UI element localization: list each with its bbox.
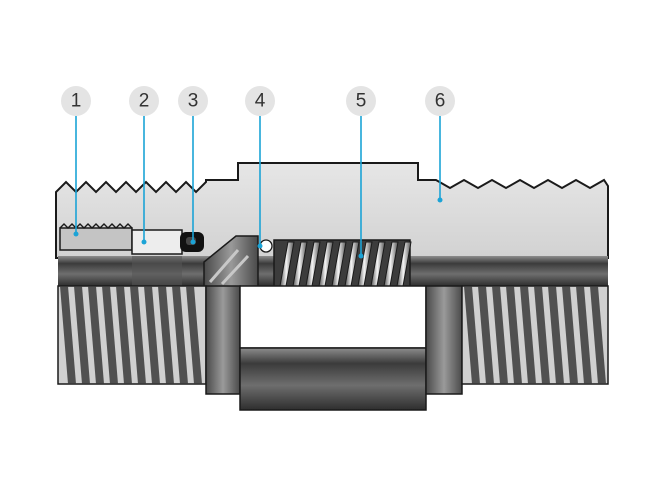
thread-groove bbox=[172, 286, 188, 384]
callout-leader-lines bbox=[73, 116, 443, 259]
thread-groove bbox=[74, 286, 90, 384]
thread-groove bbox=[186, 286, 202, 384]
right-thread-lines bbox=[464, 286, 606, 384]
leader-dot-4 bbox=[257, 243, 263, 249]
part-4-poppet bbox=[203, 235, 273, 289]
callout-badge-6: 6 bbox=[425, 86, 455, 116]
insert-internal-thread bbox=[59, 223, 133, 229]
callout-label-1: 1 bbox=[71, 91, 82, 112]
thread-groove bbox=[520, 286, 536, 384]
center-hex-flat-lower bbox=[239, 347, 427, 411]
center-hex-flat-upper bbox=[239, 285, 427, 349]
part-5-spring bbox=[273, 239, 412, 289]
callout-badge-3: 3 bbox=[178, 86, 208, 116]
thread-groove bbox=[158, 286, 174, 384]
thread-groove bbox=[534, 286, 550, 384]
right-shoulder-band bbox=[425, 285, 463, 395]
leader-dot-5 bbox=[358, 253, 364, 259]
part-1-insert bbox=[59, 223, 133, 251]
thread-groove bbox=[144, 286, 160, 384]
callout-label-3: 3 bbox=[188, 91, 199, 112]
callout-badge-2: 2 bbox=[129, 86, 159, 116]
thread-groove bbox=[116, 286, 132, 384]
left-shoulder-band bbox=[205, 285, 241, 395]
thread-groove bbox=[88, 286, 104, 384]
thread-groove bbox=[478, 286, 494, 384]
callout-label-6: 6 bbox=[435, 91, 446, 112]
leader-dot-6 bbox=[437, 197, 443, 203]
thread-groove bbox=[130, 286, 146, 384]
part-2-retainer bbox=[131, 229, 183, 286]
thread-groove bbox=[492, 286, 508, 384]
leader-dot-2 bbox=[141, 239, 147, 245]
thread-groove bbox=[506, 286, 522, 384]
callout-label-2: 2 bbox=[139, 91, 150, 112]
thread-groove bbox=[576, 286, 592, 384]
thread-groove bbox=[102, 286, 118, 384]
callout-label-4: 4 bbox=[255, 91, 266, 112]
leader-dot-1 bbox=[73, 231, 79, 237]
thread-groove bbox=[60, 286, 76, 384]
thread-groove bbox=[562, 286, 578, 384]
left-thread-lines bbox=[60, 286, 202, 384]
valve-lower-exterior bbox=[57, 285, 609, 411]
callout-badge-4: 4 bbox=[245, 86, 275, 116]
thread-groove bbox=[464, 286, 480, 384]
callout-badge-1: 1 bbox=[61, 86, 91, 116]
spring-coils bbox=[279, 241, 412, 287]
thread-groove bbox=[590, 286, 606, 384]
callout-label-5: 5 bbox=[356, 91, 367, 112]
leader-dot-3 bbox=[190, 239, 196, 245]
thread-groove bbox=[548, 286, 564, 384]
callout-badge-5: 5 bbox=[346, 86, 376, 116]
